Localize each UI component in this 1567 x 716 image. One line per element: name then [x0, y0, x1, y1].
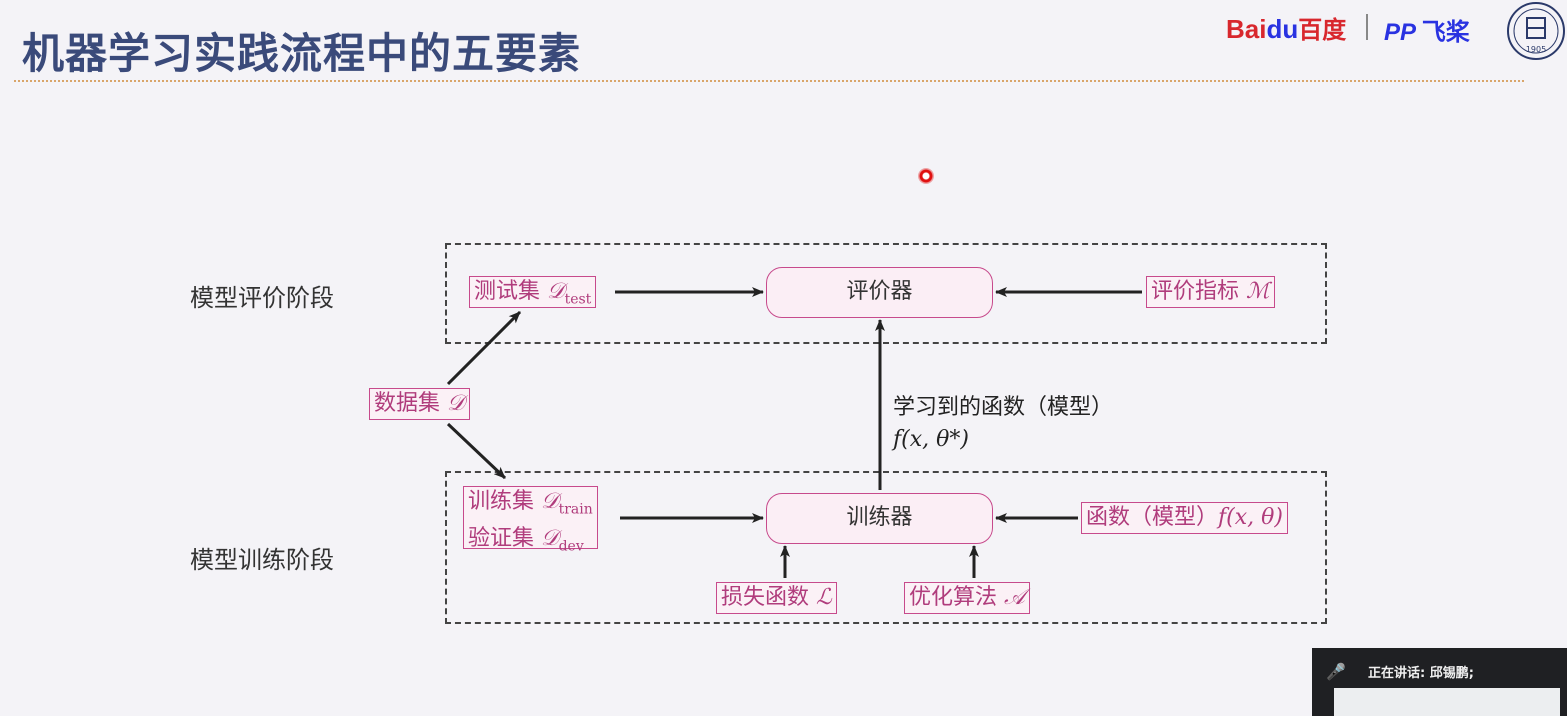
arrow-dataset-to-train: [446, 422, 507, 480]
slide-title: 机器学习实践流程中的五要素: [22, 29, 582, 78]
laser-pointer-icon: [918, 168, 934, 184]
arrow-dataset-to-test: [446, 310, 522, 386]
title-divider: [14, 80, 1524, 82]
trainset-line: 训练集 𝒟train: [468, 489, 593, 518]
muted-mic-icon[interactable]: 🎤: [1326, 662, 1346, 681]
paddlepaddle-logo: PP 飞桨: [1384, 19, 1470, 46]
university-seal-icon: 1905: [1507, 2, 1565, 60]
train-dev-box: 训练集 𝒟train 验证集 𝒟dev: [463, 486, 598, 555]
video-thumbnail[interactable]: [1334, 688, 1560, 716]
dataset-box: 数据集 𝒟: [369, 388, 470, 420]
learned-function-label: 学习到的函数（模型） f(x, θ*): [893, 395, 1114, 452]
devset-line: 验证集 𝒟dev: [468, 526, 584, 555]
svg-text:1905: 1905: [1526, 45, 1546, 54]
eval-stage-label: 模型评价阶段: [190, 284, 334, 312]
optimizer-box: 优化算法 𝒜: [904, 582, 1030, 614]
logo-separator: [1366, 14, 1368, 40]
trainer-node: 训练器: [766, 493, 993, 544]
train-stage-label: 模型训练阶段: [190, 546, 334, 574]
train-stage-region: [445, 471, 1327, 624]
speaking-label: 正在讲话: 邱锡鹏;: [1368, 666, 1474, 681]
eval-stage-region: [445, 243, 1327, 344]
baidu-logo: Baidu百度: [1226, 14, 1347, 44]
loss-box: 损失函数 ℒ: [716, 582, 837, 614]
testset-box: 测试集 𝒟test: [469, 276, 597, 308]
evaluator-node: 评价器: [766, 267, 993, 318]
metric-box: 评价指标 ℳ: [1146, 276, 1275, 308]
speaking-indicator-panel: 🎤 正在讲话: 邱锡鹏;: [1312, 648, 1567, 716]
function-model-box: 函数（模型）f(x, θ): [1081, 502, 1288, 534]
